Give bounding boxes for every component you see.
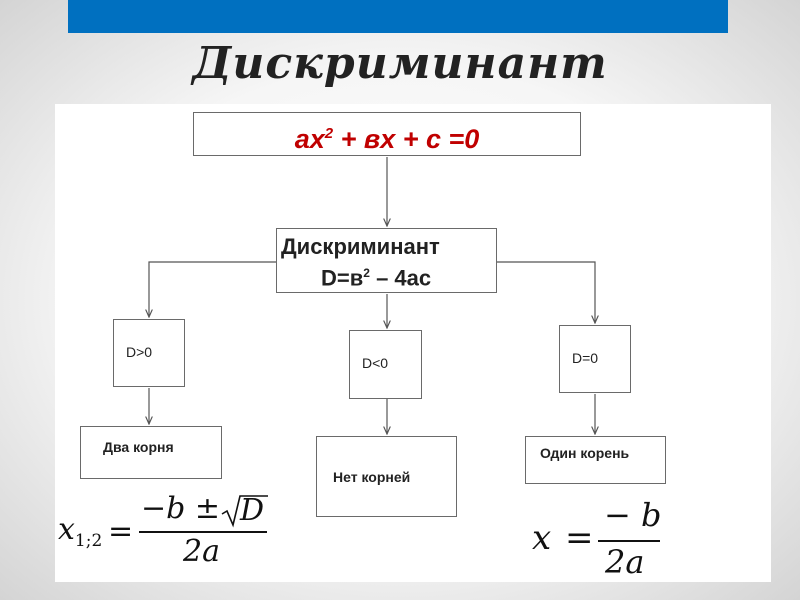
discriminant-formula: D=в2 – 4ас (321, 265, 432, 291)
one-root-denominator: 2a (605, 543, 645, 581)
one-root-numerator: − b (604, 496, 662, 534)
one-root-fraction-bar (598, 540, 660, 542)
two-roots-fraction-bar (139, 531, 267, 533)
arrow-to-d-zero (497, 261, 595, 323)
result-two-roots-label: Два корня (103, 439, 174, 455)
equation-text: ax2 + вх + с =0 (294, 124, 480, 154)
case-d-zero-label: D=0 (572, 350, 599, 366)
result-no-roots-box: Нет корней (316, 436, 457, 517)
result-one-root-label: Один корень (540, 445, 630, 461)
discriminant-label: Дискриминант (281, 234, 440, 259)
arrow-to-d-positive (149, 261, 276, 317)
discriminant-box: Дискриминант D=в2 – 4ас (276, 228, 497, 293)
result-two-roots-box: Два корня (80, 426, 222, 479)
quadratic-equation-box: ax2 + вх + с =0 (193, 112, 581, 156)
case-d-positive-box: D>0 (113, 319, 185, 387)
title-accent-bar (68, 0, 728, 33)
two-roots-denominator: 2a (183, 534, 220, 569)
case-d-negative-label: D<0 (362, 355, 389, 371)
result-one-root-box: Один корень (525, 436, 666, 484)
square-root-sign (221, 495, 268, 528)
case-d-negative-box: D<0 (349, 330, 422, 399)
two-roots-numerator: −b ± (141, 491, 221, 526)
slide-title: Дискриминант (192, 38, 608, 89)
case-d-positive-label: D>0 (126, 344, 153, 360)
result-no-roots-label: Нет корней (333, 469, 411, 485)
case-d-zero-box: D=0 (559, 325, 631, 393)
